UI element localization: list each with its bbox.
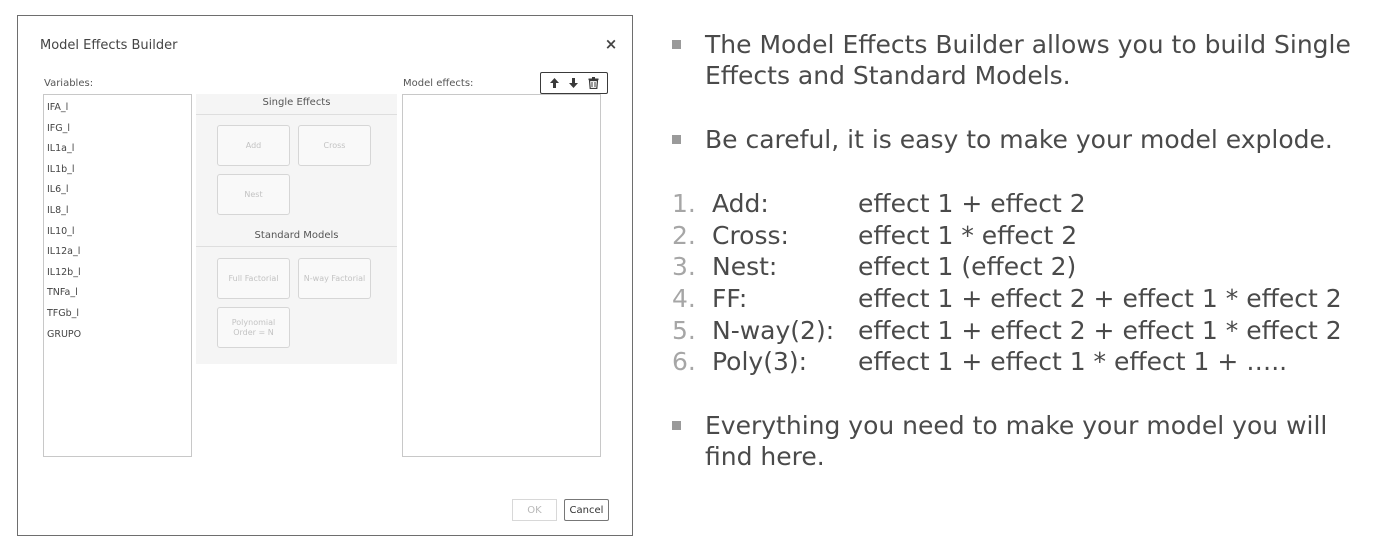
item-formula: effect 1 + effect 2: [858, 189, 1086, 218]
item-number: 5.: [672, 316, 696, 345]
polynomial-button[interactable]: Polynomial Order = N: [217, 307, 290, 348]
item-label: Cross:: [712, 221, 789, 250]
item-label: Add:: [712, 189, 769, 218]
variable-item[interactable]: TNFa_l: [47, 287, 78, 299]
item-number: 6.: [672, 347, 696, 376]
nest-button[interactable]: Nest: [217, 174, 290, 215]
model-effects-builder-dialog: Model Effects Builder × Variables: Model…: [17, 15, 633, 536]
arrow-down-icon[interactable]: [566, 75, 582, 91]
variable-item[interactable]: IFA_l: [47, 102, 69, 113]
single-effects-heading: Single Effects: [262, 97, 331, 108]
variable-item[interactable]: IFG_l: [47, 122, 71, 134]
model-effects-list[interactable]: [402, 94, 601, 457]
cross-button[interactable]: Cross: [298, 125, 371, 166]
polynomial-button-label: Polynomial Order = N: [231, 318, 276, 337]
nway-factorial-button[interactable]: N-way Factorial: [298, 258, 371, 299]
item-formula: effect 1 + effect 2 + effect 1 * effect …: [858, 316, 1342, 345]
divider: [196, 114, 397, 115]
item-number: 1.: [672, 189, 696, 218]
item-formula: effect 1 * effect 2: [858, 221, 1078, 250]
cancel-button[interactable]: Cancel: [564, 499, 609, 521]
ok-button[interactable]: OK: [512, 499, 557, 521]
variable-item[interactable]: IL10_l: [47, 225, 75, 237]
close-icon[interactable]: ×: [604, 35, 618, 53]
variable-item[interactable]: IL12b_l: [47, 266, 81, 278]
bullet-square-icon: [672, 40, 681, 49]
item-label: Nest:: [712, 252, 778, 281]
item-number: 3.: [672, 252, 696, 281]
variable-item[interactable]: TFGb_l: [47, 307, 80, 319]
item-formula: effect 1 (effect 2): [858, 252, 1077, 281]
item-formula: effect 1 + effect 2 + effect 1 * effect …: [858, 284, 1342, 313]
variable-item[interactable]: GRUPO: [47, 328, 82, 340]
model-effects-toolbar: [540, 72, 608, 94]
variable-item[interactable]: IL12a_l: [47, 246, 81, 258]
add-button[interactable]: Add: [217, 125, 290, 166]
item-label: Poly(3):: [712, 347, 808, 376]
model-effects-label: Model effects:: [403, 78, 474, 89]
item-formula: effect 1 + effect 1 * effect 1 + …..: [858, 347, 1288, 376]
arrow-up-icon[interactable]: [547, 75, 563, 91]
item-number: 4.: [672, 284, 696, 313]
item-number: 2.: [672, 221, 696, 250]
variable-item[interactable]: IL1a_l: [47, 143, 75, 155]
bullet-square-icon: [672, 135, 681, 144]
full-factorial-button[interactable]: Full Factorial: [217, 258, 290, 299]
bullet-text: Everything you need to make your model y…: [705, 411, 1328, 471]
variables-label: Variables:: [44, 78, 94, 89]
bullet-square-icon: [672, 421, 681, 430]
effects-panel: Single Effects Add Cross Nest Standard M…: [196, 94, 397, 364]
variable-item[interactable]: IL1b_l: [47, 163, 75, 175]
item-label: N-way(2):: [712, 316, 835, 345]
variable-item[interactable]: IL8_l: [47, 204, 69, 216]
divider: [196, 246, 397, 247]
bullet-text: Be careful, it is easy to make your mode…: [705, 125, 1333, 154]
variable-item[interactable]: IL6_l: [47, 184, 69, 196]
item-label: FF:: [712, 284, 748, 313]
standard-models-heading: Standard Models: [254, 230, 339, 241]
variables-list[interactable]: IFA_l IFG_l IL1a_l IL1b_l IL6_l IL8_l IL…: [43, 94, 192, 457]
bullet-text: The Model Effects Builder allows you to …: [705, 30, 1351, 90]
dialog-title: Model Effects Builder: [40, 38, 178, 53]
trash-icon[interactable]: [585, 75, 601, 91]
